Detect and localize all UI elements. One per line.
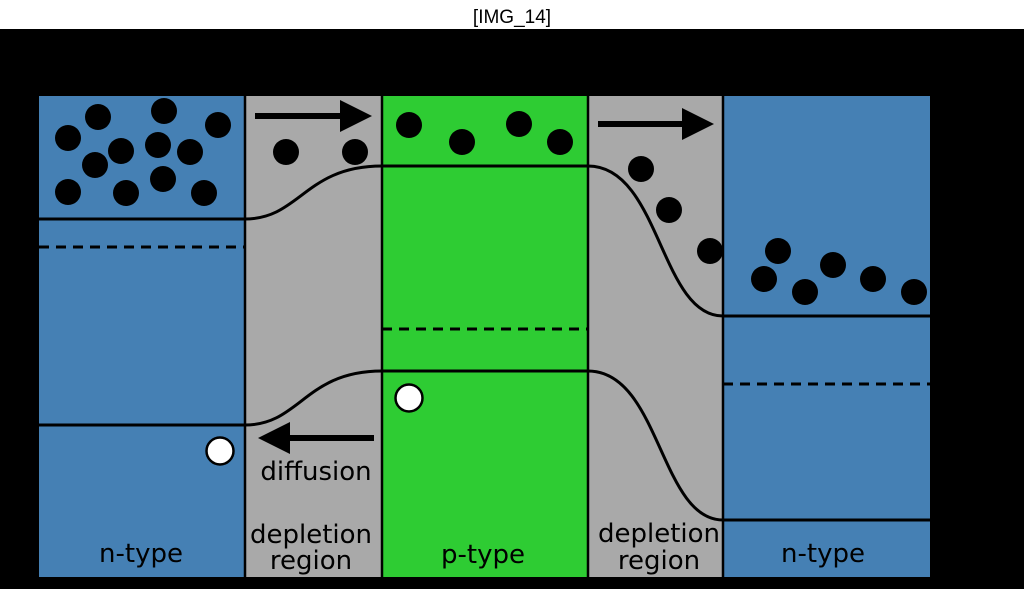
n-type-region-left [39, 96, 245, 577]
electron [396, 112, 422, 138]
electron [55, 125, 81, 151]
electron [342, 139, 368, 165]
region-label-p-type: p-type [441, 540, 525, 570]
holes [205, 383, 424, 466]
electron [820, 252, 846, 278]
electron [113, 180, 139, 206]
electron [108, 138, 134, 164]
image-caption: [IMG_14] [0, 0, 1024, 29]
electron [273, 139, 299, 165]
electron [55, 179, 81, 205]
electron [628, 156, 654, 182]
electron [656, 197, 682, 223]
electron-flow-arrow-left [255, 100, 372, 132]
electron [85, 104, 111, 130]
p-type-region [382, 96, 588, 577]
electron-flow-arrow-right [598, 108, 714, 140]
electron [860, 266, 886, 292]
electrons [55, 98, 927, 305]
electron [506, 111, 532, 137]
electron [751, 266, 777, 292]
conduction-band-edge [39, 164, 930, 318]
electron [150, 166, 176, 192]
depletion-region-left [245, 96, 382, 577]
region-label-region-left: region [270, 546, 352, 576]
electron [145, 132, 171, 158]
valence-band-edge [39, 369, 930, 522]
electron [82, 152, 108, 178]
hole-diffusion-arrow [258, 422, 374, 454]
region-label-n-type-right: n-type [781, 539, 865, 569]
depletion-region-right [588, 96, 723, 577]
region-label-depletion-left: depletion [250, 520, 372, 550]
hole [205, 436, 235, 466]
electron [697, 238, 723, 264]
n-type-region-right [723, 96, 930, 577]
hole [394, 383, 424, 413]
fermi-levels [39, 245, 930, 386]
electron [151, 98, 177, 124]
electron [547, 129, 573, 155]
pn-junction-band-diagram: diffusion n-type depletion region p-type… [0, 29, 1024, 589]
electron [765, 238, 791, 264]
region-label-n-type-left: n-type [99, 539, 183, 569]
diffusion-label: diffusion [260, 457, 371, 487]
region-dividers [243, 96, 725, 577]
electron [191, 180, 217, 206]
region-label-region-right: region [618, 546, 700, 576]
region-label-depletion-right: depletion [598, 519, 720, 549]
electron [205, 112, 231, 138]
electron [177, 139, 203, 165]
electron [901, 279, 927, 305]
electron [449, 129, 475, 155]
electron [792, 279, 818, 305]
